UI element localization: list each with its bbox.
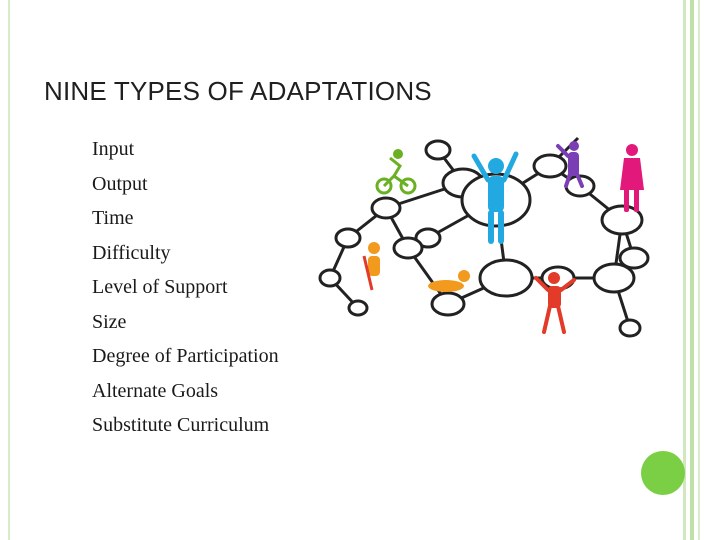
frame-line-left: [8, 0, 10, 540]
bullet-text: Difficulty: [92, 241, 171, 264]
bullet-text: Alternate Goals: [92, 379, 219, 402]
list-item: Alternate Goals: [70, 374, 279, 409]
frame-line-right: [683, 0, 686, 540]
bullet-text: Degree of Participation: [92, 345, 279, 368]
list-item: Substitute Curriculum: [70, 408, 279, 443]
bullet-list: Input Output Time Difficulty Level of Su…: [70, 132, 279, 443]
list-item: Size: [70, 305, 279, 340]
social-network-people-icon: [318, 136, 650, 338]
bullet-text: Size: [92, 310, 127, 333]
list-item: Difficulty: [70, 236, 279, 271]
frame-line-right: [698, 0, 700, 540]
bullet-text: Output: [92, 172, 148, 195]
bullet-text: Substitute Curriculum: [92, 414, 270, 437]
list-item: Output: [70, 167, 279, 202]
bullet-text: Time: [92, 207, 134, 230]
decorative-circle: [641, 451, 685, 495]
list-item: Degree of Participation: [70, 339, 279, 374]
bullet-text: Input: [92, 138, 135, 161]
slide-title: NINE TYPES OF ADAPTATIONS: [44, 76, 432, 106]
list-item: Level of Support: [70, 270, 279, 305]
list-item: Input: [70, 132, 279, 167]
bullet-text: Level of Support: [92, 276, 228, 299]
frame-line-right: [690, 0, 694, 540]
list-item: Time: [70, 201, 279, 236]
